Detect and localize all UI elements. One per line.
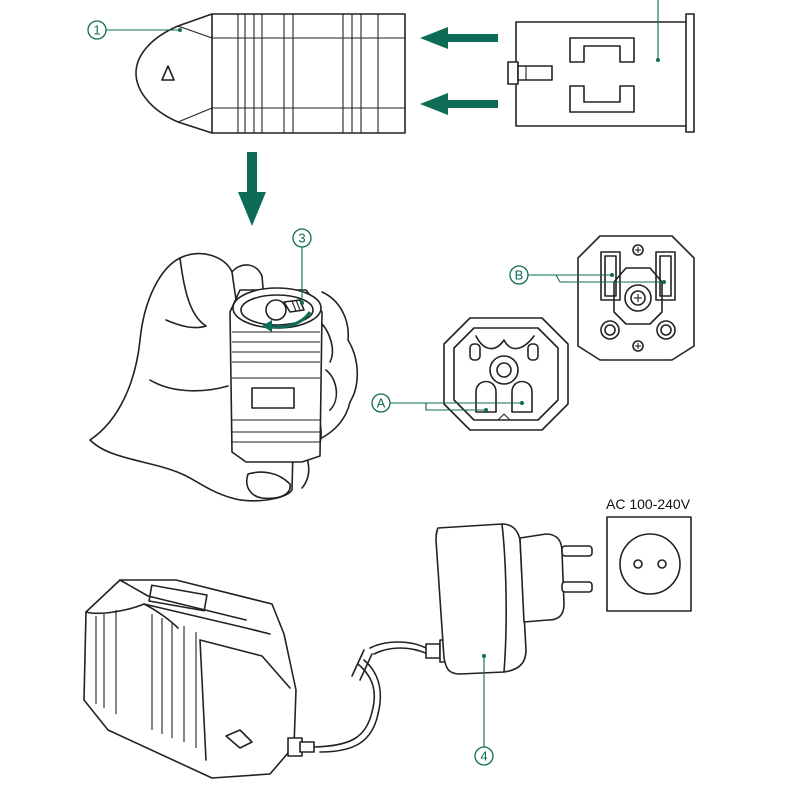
svg-text:3: 3	[298, 231, 305, 246]
callout-marker-icon	[300, 301, 304, 305]
insert-block	[507, 13, 695, 133]
rotate-arrow-icon	[262, 311, 312, 332]
callout-a: A	[371, 393, 524, 413]
callout-b: B	[509, 265, 666, 285]
charging-device	[83, 579, 315, 779]
outlet-voltage-label: AC 100-240V	[606, 496, 691, 512]
callout-3: 3	[292, 228, 312, 305]
mount-plate	[577, 235, 695, 361]
power-cable	[313, 639, 455, 753]
arrow-left-icon	[420, 27, 498, 115]
cartridge-body	[135, 13, 406, 134]
callout-marker-icon	[520, 401, 524, 405]
power-adapter	[435, 523, 593, 675]
callout-1: 1	[87, 20, 182, 40]
callout-marker-icon	[656, 58, 660, 62]
callout-marker-icon	[178, 28, 182, 32]
svg-text:1: 1	[93, 23, 100, 38]
svg-text:4: 4	[480, 749, 487, 764]
open-base	[443, 317, 569, 431]
callout-marker-icon	[482, 654, 486, 658]
svg-text:B: B	[515, 268, 524, 283]
wall-outlet: AC 100-240V	[606, 496, 692, 612]
hand-with-device	[89, 252, 359, 502]
svg-text:A: A	[377, 396, 386, 411]
callout-marker-icon	[484, 408, 488, 412]
callout-marker-icon	[610, 273, 614, 277]
callout-2: 2	[656, 0, 660, 62]
arrow-down-icon	[238, 152, 266, 226]
callout-marker-icon	[662, 280, 666, 284]
callout-4: 4	[474, 654, 494, 766]
